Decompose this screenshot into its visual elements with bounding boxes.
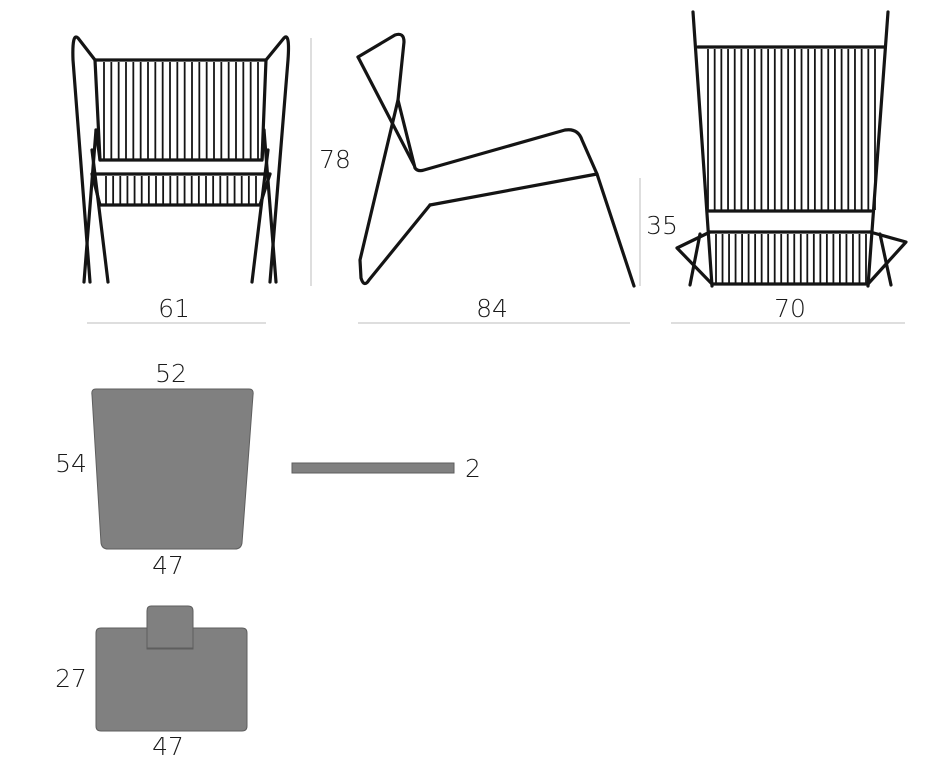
front-seat-slats <box>105 176 257 204</box>
back-cushion-tab <box>146 605 194 649</box>
seat-cushion-shape <box>91 388 254 550</box>
side-height-label: 78 <box>319 145 351 174</box>
seat-cushion-bottom-label: 47 <box>152 551 184 580</box>
back-seat-height-label: 35 <box>646 211 678 240</box>
back-cushion-shape <box>95 627 248 732</box>
seat-cushion-top-label: 52 <box>155 359 187 388</box>
back-backrest-slats <box>707 49 876 210</box>
seat-cushion-side-label: 54 <box>55 449 87 478</box>
side-depth-label: 84 <box>476 294 508 323</box>
back-cushion-bottom-label: 47 <box>152 732 184 761</box>
side-view-chair <box>356 32 636 288</box>
cushion-thickness-bar <box>291 462 455 474</box>
front-view-chair <box>71 35 291 284</box>
back-width-label: 70 <box>774 294 806 323</box>
front-width-label: 61 <box>158 294 190 323</box>
cushion-thickness-label: 2 <box>465 454 481 483</box>
front-backrest-slats <box>103 62 259 160</box>
back-seat-slats <box>715 234 867 283</box>
back-view-chair <box>675 10 908 288</box>
back-cushion-side-label: 27 <box>55 664 87 693</box>
